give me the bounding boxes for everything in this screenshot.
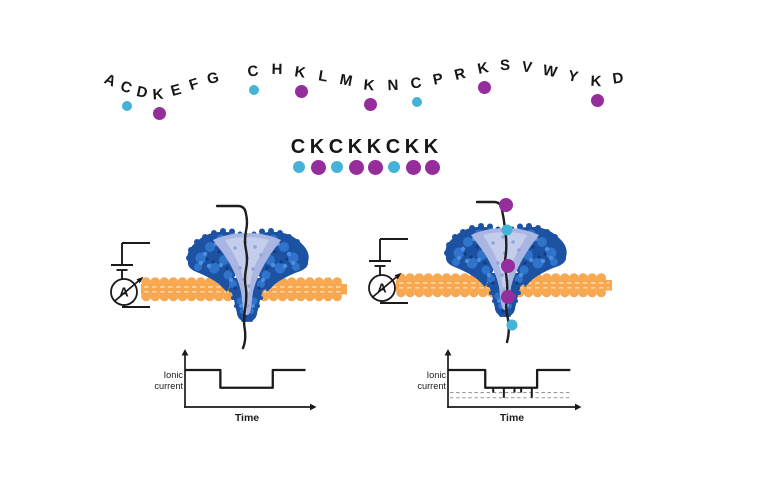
- x-axis-label: Time: [500, 412, 524, 424]
- residue-letter: K: [347, 136, 363, 158]
- ionic-current-trace: [448, 368, 571, 389]
- purple-modification-dot: [405, 159, 421, 175]
- ionic-current-chart-right: Ionic current Time: [417, 349, 582, 424]
- y-axis-arrow-icon: [444, 349, 452, 356]
- residue-letter: C: [290, 136, 306, 158]
- purple-modification-dot: [310, 159, 326, 175]
- purple-modification-bead: [499, 198, 513, 212]
- cyan-modification-dot: [388, 161, 400, 173]
- voltage-clamp-circuit-left: A: [110, 242, 151, 308]
- cyan-modification-dot: [122, 101, 132, 111]
- purple-modification-dot: [477, 80, 491, 94]
- purple-modification-dot: [363, 97, 377, 111]
- current-trace: [448, 368, 571, 399]
- current-trace: [185, 368, 306, 389]
- x-axis-label: Time: [235, 412, 259, 424]
- y-axis-label: Ionic: [427, 370, 447, 380]
- purple-modification-dot: [590, 93, 604, 107]
- ammeter-label: A: [119, 285, 129, 300]
- purple-modification-dot: [367, 159, 383, 175]
- purple-modification-bead: [501, 290, 515, 304]
- cyan-modification-dot: [249, 85, 259, 95]
- x-axis-arrow-icon: [310, 403, 317, 411]
- residue-letter: K: [404, 136, 420, 158]
- ionic-current-chart-left: Ionic current Time: [154, 349, 317, 424]
- cyan-modification-dot: [331, 161, 343, 173]
- purple-modification-dot: [152, 106, 166, 120]
- y-axis-label: current: [417, 381, 446, 391]
- purple-modification-dot: [424, 159, 440, 175]
- purple-modification-bead: [501, 259, 515, 273]
- y-axis-label: current: [154, 381, 183, 391]
- purple-modification-dot: [348, 159, 364, 175]
- x-axis-arrow-icon: [575, 403, 582, 411]
- peptide-thread-right: [475, 198, 518, 344]
- purple-modification-dot: [294, 84, 308, 98]
- residue-letter: K: [423, 136, 439, 158]
- residue-letter: C: [385, 136, 401, 158]
- residue-letter: C: [328, 136, 344, 158]
- peptide-strand: [475, 200, 510, 344]
- y-axis-arrow-icon: [181, 349, 189, 356]
- cyan-modification-bead: [506, 319, 518, 331]
- ionic-current-trace: [185, 368, 306, 389]
- cyan-modification-dot: [293, 161, 305, 173]
- modification-beads: [499, 198, 518, 331]
- residue-letter: K: [309, 136, 325, 158]
- residue-letter: K: [366, 136, 382, 158]
- y-axis-label: Ionic: [164, 370, 184, 380]
- voltage-clamp-circuit-right: A: [368, 238, 409, 304]
- peptide-strand: [215, 204, 249, 350]
- ammeter-label: A: [377, 281, 387, 296]
- cyan-modification-bead: [501, 224, 513, 236]
- cyan-modification-dot: [412, 97, 422, 107]
- peptide-thread-left: [215, 204, 249, 350]
